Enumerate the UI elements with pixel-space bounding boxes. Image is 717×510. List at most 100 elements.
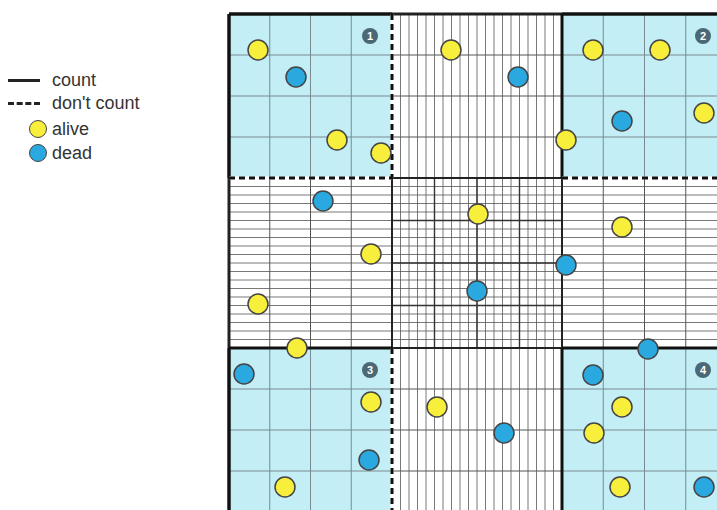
grid-line [392,263,562,264]
callout-number: 1 [362,28,378,44]
alive-cell [468,204,488,224]
alive-cell [612,217,632,237]
grid-line [545,348,546,510]
grid-line [562,237,717,238]
alive-cell [583,40,603,60]
grid-line [392,96,562,97]
grid-line [392,55,562,56]
dead-cell [556,255,576,275]
alive-cell [441,40,461,60]
dead-cell [612,111,632,131]
alive-cell [327,130,347,150]
alive-cell [427,397,447,417]
grid-line [269,178,270,348]
grid-line [392,389,562,390]
grid-line [562,263,717,264]
grid-line [485,348,486,510]
grid-line [562,297,717,298]
dead-cell [638,339,658,359]
grid-line [400,348,401,510]
grid-line [562,288,717,289]
grid-line [562,195,717,196]
grid-line [426,348,427,510]
grid-line [229,137,392,138]
grid-line [644,178,645,348]
grid-line [562,471,717,472]
grid-line [229,430,392,431]
counting-square [229,348,392,510]
legend-label: don't count [52,92,140,114]
dead-cell [494,423,514,443]
grid-line [685,178,686,348]
alive-cell [694,103,714,123]
legend-swatch [29,144,47,162]
legend-entry: alive [0,118,225,140]
counting-square: 1 [229,14,392,178]
grid-line [229,389,392,390]
counting-square: 2 [562,14,717,178]
grid-line [417,348,418,510]
grid-line [562,331,717,332]
alive-cell [248,294,268,314]
grid-line [562,212,717,213]
cells [234,40,714,497]
counting-square: 4 [562,348,717,510]
alive-cell [556,130,576,150]
legend-entry: count [0,69,225,91]
grid-line [562,203,717,204]
count-border [229,13,392,16]
grid-line [562,339,717,340]
grid-line [392,430,562,431]
grid-line [562,254,717,255]
grid-line [310,178,311,348]
counting-square [562,14,717,178]
dont-count-border [391,348,394,510]
dont-count-border [562,177,717,180]
grid-line [519,348,520,510]
alive-cell [612,397,632,417]
border-gap [229,177,392,180]
dont-count-border [229,177,392,180]
alive-cell [584,423,604,443]
grid-line [562,229,717,230]
grid-line [644,348,645,510]
legend-line-sample [8,102,40,105]
counting-square [562,348,717,510]
legend-line-sample [8,79,40,82]
grid-line [351,348,352,510]
legend-label: dead [52,142,92,164]
grid-line [392,471,562,472]
alive-cell [361,244,381,264]
grid-line [443,348,444,510]
grid-line [392,305,562,306]
counting-grid [229,14,717,510]
border-gap [391,348,394,510]
grid-line [562,389,717,390]
legend-entry: dead [0,142,225,164]
dead-cell [313,191,333,211]
legend-swatch [29,120,47,138]
legend-label: count [52,69,96,91]
border-gap [562,177,717,180]
grid-line [434,348,435,510]
grid-line [468,348,469,510]
grid-line [603,178,604,348]
dead-cell [359,450,379,470]
alive-cell [248,40,268,60]
counting-square: 3 [229,348,392,510]
grid-line [477,348,478,510]
grid-line [392,305,562,306]
alive-cell [371,143,391,163]
grid-line [562,220,717,221]
legend-label: alive [52,118,89,140]
count-border [562,13,717,16]
callout-number: 3 [362,362,378,378]
dead-cell [583,365,603,385]
grid-line [562,137,717,138]
grid-line [269,348,270,510]
grid-line [310,348,311,510]
count-border [229,347,392,350]
alive-cell [610,477,630,497]
grid-line [562,314,717,315]
